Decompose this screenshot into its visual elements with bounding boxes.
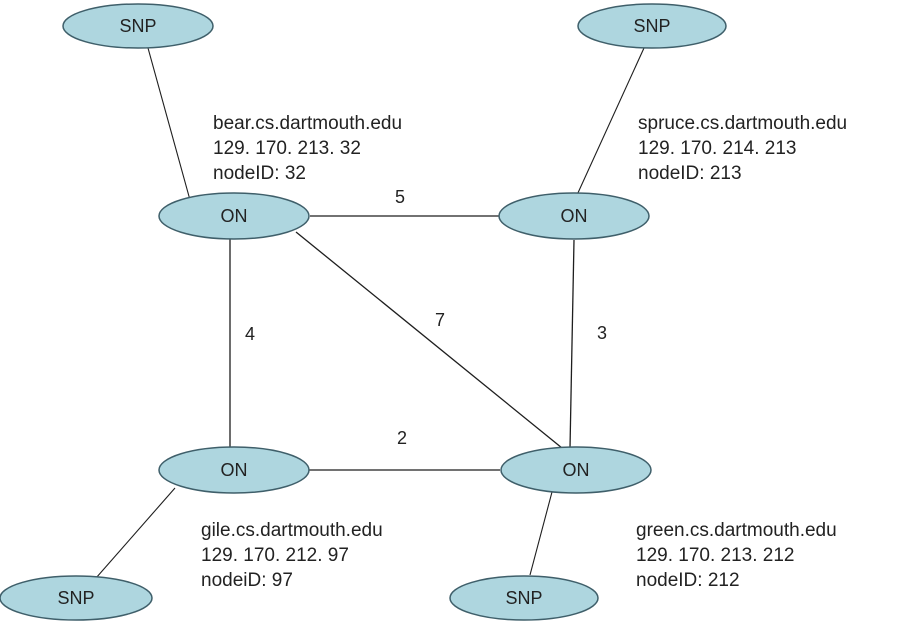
host-node-id: nodeiD: 97 bbox=[201, 570, 293, 591]
edge-bear-green bbox=[295, 231, 563, 449]
snp-node-bottom-middle: SNP bbox=[449, 575, 599, 621]
host-info-gile: gile.cs.dartmouth.edu 129. 170. 212. 97 … bbox=[201, 520, 383, 591]
host-info-spruce: spruce.cs.dartmouth.edu 129. 170. 214. 2… bbox=[638, 113, 847, 184]
on-label: ON bbox=[221, 460, 248, 480]
on-node-spruce: ON bbox=[498, 192, 650, 240]
link-snp-gile bbox=[95, 487, 176, 579]
link-snp-spruce bbox=[576, 47, 645, 196]
link-snp-bear bbox=[147, 47, 191, 201]
snp-label: SNP bbox=[505, 588, 542, 608]
host-ip: 129. 170. 213. 32 bbox=[213, 138, 361, 159]
weight-bear-gile: 4 bbox=[245, 324, 255, 344]
on-node-green: ON bbox=[500, 446, 652, 494]
host-node-id: nodeID: 213 bbox=[638, 163, 742, 184]
weight-bear-spruce: 5 bbox=[395, 187, 405, 207]
on-node-bear: ON bbox=[158, 192, 310, 240]
weight-bear-green: 7 bbox=[435, 310, 445, 330]
host-info-bear: bear.cs.dartmouth.edu 129. 170. 213. 32 … bbox=[213, 113, 402, 184]
host-ip: 129. 170. 214. 213 bbox=[638, 138, 796, 159]
link-snp-green bbox=[529, 491, 553, 576]
host-ip: 129. 170. 213. 212 bbox=[636, 545, 794, 566]
host-name: green.cs.dartmouth.edu bbox=[636, 520, 837, 541]
edge-spruce-green bbox=[569, 239, 575, 449]
host-ip: 129. 170. 212. 97 bbox=[201, 545, 349, 566]
on-label: ON bbox=[221, 206, 248, 226]
on-label: ON bbox=[563, 460, 590, 480]
on-node-gile: ON bbox=[158, 446, 310, 494]
snp-label: SNP bbox=[119, 16, 156, 36]
host-name: gile.cs.dartmouth.edu bbox=[201, 520, 383, 541]
host-node-id: nodeID: 32 bbox=[213, 163, 306, 184]
host-name: spruce.cs.dartmouth.edu bbox=[638, 113, 847, 134]
snp-label: SNP bbox=[57, 588, 94, 608]
host-info-green: green.cs.dartmouth.edu 129. 170. 213. 21… bbox=[636, 520, 837, 591]
on-label: ON bbox=[561, 206, 588, 226]
snp-node-top-right: SNP bbox=[577, 3, 727, 49]
snp-node-bottom-left: SNP bbox=[0, 575, 153, 621]
snp-node-top-left: SNP bbox=[62, 3, 214, 49]
weight-spruce-green: 3 bbox=[597, 323, 607, 343]
host-node-id: nodeID: 212 bbox=[636, 570, 740, 591]
host-name: bear.cs.dartmouth.edu bbox=[213, 113, 402, 134]
snp-label: SNP bbox=[633, 16, 670, 36]
weight-gile-green: 2 bbox=[397, 428, 407, 448]
